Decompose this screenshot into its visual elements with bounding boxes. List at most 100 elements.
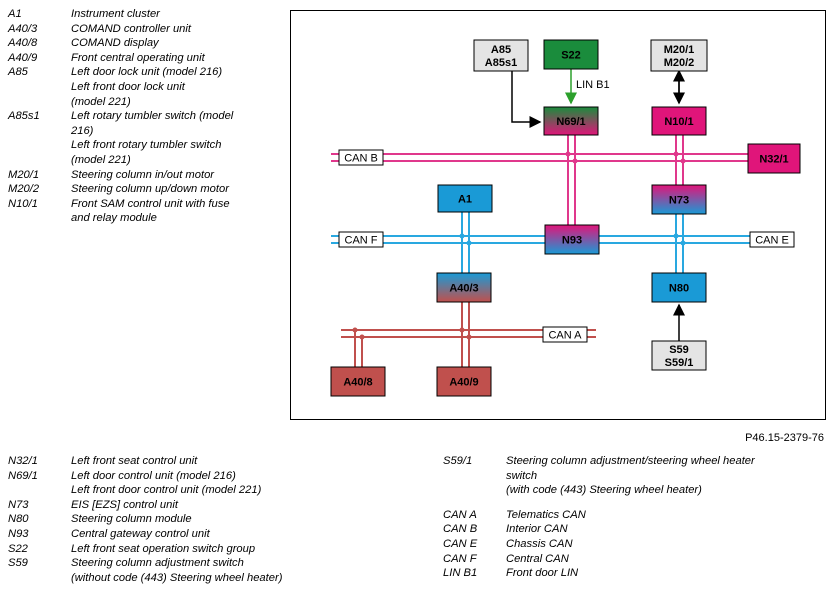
legend-code: N10/1 xyxy=(8,197,38,210)
svg-text:M20/1: M20/1 xyxy=(664,44,695,56)
legend-code: N32/1 xyxy=(8,455,38,467)
legend-entry: CAN E Chassis CAN xyxy=(443,537,813,552)
legend-description: Steering column in/out motor xyxy=(71,168,215,181)
svg-text:N10/1: N10/1 xyxy=(664,116,693,128)
legend-description: and relay module xyxy=(71,212,157,225)
legend-description: (with code (443) Steering wheel heater) xyxy=(506,484,702,497)
legend-entry xyxy=(443,498,813,508)
legend-description: Left front door control unit (model 221) xyxy=(71,484,262,497)
legend-description: Front door LIN xyxy=(506,567,579,580)
block-a85: A85 A85s1 xyxy=(473,39,529,72)
legend-description: Left door lock unit (model 216) xyxy=(71,66,223,79)
network-diagram: CAN B CAN F CAN E CAN A LIN B1 A85 A85s1… xyxy=(290,10,826,420)
legend-code: N93 xyxy=(8,527,29,540)
svg-text:S59: S59 xyxy=(669,344,689,356)
legend-code: S22 xyxy=(8,542,28,555)
lin-b1-label: LIN B1 xyxy=(576,79,610,91)
block-n73: N73 xyxy=(651,184,707,215)
legend-description: Steering column module xyxy=(71,513,192,526)
legend-description xyxy=(506,498,813,508)
legend-code: A85 xyxy=(8,66,28,79)
legend-entry: N32/1 Left front seat control unit xyxy=(8,454,368,469)
legend-description: Interior CAN xyxy=(506,523,568,536)
legend-code: S59 xyxy=(8,557,28,570)
svg-text:S22: S22 xyxy=(561,50,581,62)
legend-description: (model 221) xyxy=(71,95,131,108)
legend-code: M20/1 xyxy=(8,168,40,181)
figure-reference: P46.15-2379-76 xyxy=(745,432,824,444)
block-n10-1: N10/1 xyxy=(651,106,707,136)
legend-code: A40/9 xyxy=(8,51,38,64)
legend-entry: N73 EIS [EZS] control unit xyxy=(8,498,368,513)
legend-code: CAN F xyxy=(443,552,477,565)
svg-text:N93: N93 xyxy=(562,235,582,247)
legend-entry: S22 Left front seat operation switch grou… xyxy=(8,542,368,557)
legend-code: A40/8 xyxy=(8,37,38,50)
legend-description: Steering column adjustment switch xyxy=(71,557,244,570)
legend-code: S59/1 xyxy=(443,455,473,467)
legend-entry: S59 Steering column adjustment switch(wit… xyxy=(8,556,368,585)
svg-text:CAN E: CAN E xyxy=(755,235,789,247)
can-f-e-bus xyxy=(331,212,751,273)
block-m20: M20/1 M20/2 xyxy=(650,39,708,72)
legend-entry: A40/9 Front central operating unit xyxy=(8,51,278,66)
legend-code: A40/3 xyxy=(8,22,38,35)
legend-entry: CAN F Central CAN xyxy=(443,552,813,567)
svg-text:A1: A1 xyxy=(458,194,472,206)
legend-description: Chassis CAN xyxy=(506,537,573,550)
legend-description: Front SAM control unit with fuse xyxy=(71,197,230,210)
legend-description: Left front rotary tumbler switch xyxy=(71,139,222,152)
legend-code: A1 xyxy=(8,8,22,20)
legend-entry: LIN B1 Front door LIN xyxy=(443,566,813,581)
legend-description: 216) xyxy=(71,124,94,137)
svg-text:N69/1: N69/1 xyxy=(556,116,585,128)
can-b-label: CAN B xyxy=(338,149,384,166)
svg-text:N73: N73 xyxy=(669,195,689,207)
legend-description: COMAND display xyxy=(71,37,159,50)
legend-code: A85s1 xyxy=(8,110,40,123)
legend-description: Steering column adjustment/steering whee… xyxy=(506,455,755,467)
svg-text:A40/9: A40/9 xyxy=(449,377,478,389)
svg-text:A85: A85 xyxy=(491,44,511,56)
legend-code: CAN B xyxy=(443,523,478,536)
svg-text:A40/3: A40/3 xyxy=(449,283,478,295)
legend-description: Telematics CAN xyxy=(506,508,586,521)
block-a40-9: A40/9 xyxy=(436,366,492,397)
block-a1: A1 xyxy=(437,184,493,213)
legend-description: Left front door lock unit xyxy=(71,80,185,93)
block-a40-8: A40/8 xyxy=(330,366,386,397)
legend-description: Front central operating unit xyxy=(71,51,205,64)
legend-description: Instrument cluster xyxy=(71,8,160,20)
can-e-label: CAN E xyxy=(749,231,795,248)
svg-text:CAN B: CAN B xyxy=(344,153,378,165)
legend-description: Left front seat operation switch group xyxy=(71,542,256,555)
svg-text:N80: N80 xyxy=(669,283,689,295)
legend-entry: N10/1 Front SAM control unit with fuse and… xyxy=(8,197,278,226)
svg-text:CAN F: CAN F xyxy=(345,235,378,247)
legend-description: Left front seat control unit xyxy=(71,455,198,467)
block-n69-1: N69/1 xyxy=(543,106,599,136)
svg-text:CAN A: CAN A xyxy=(548,330,582,342)
legend-code: LIN B1 xyxy=(443,567,478,580)
legend-entry: A85 Left door lock unit (model 216)Left f… xyxy=(8,65,278,109)
svg-text:N32/1: N32/1 xyxy=(759,154,788,166)
svg-text:A40/8: A40/8 xyxy=(343,377,372,389)
block-n80: N80 xyxy=(651,272,707,303)
block-n32-1: N32/1 xyxy=(747,143,801,174)
legend-entry: CAN B Interior CAN xyxy=(443,522,813,537)
legend-description: (without code (443) Steering wheel heate… xyxy=(71,571,283,584)
block-a40-3: A40/3 xyxy=(436,272,492,303)
legend-description: EIS [EZS] control unit xyxy=(71,498,178,511)
legend-code: CAN E xyxy=(443,537,478,550)
legend-code: N73 xyxy=(8,498,29,511)
connector-arrows xyxy=(511,69,685,341)
legend-description: Central CAN xyxy=(506,552,569,565)
